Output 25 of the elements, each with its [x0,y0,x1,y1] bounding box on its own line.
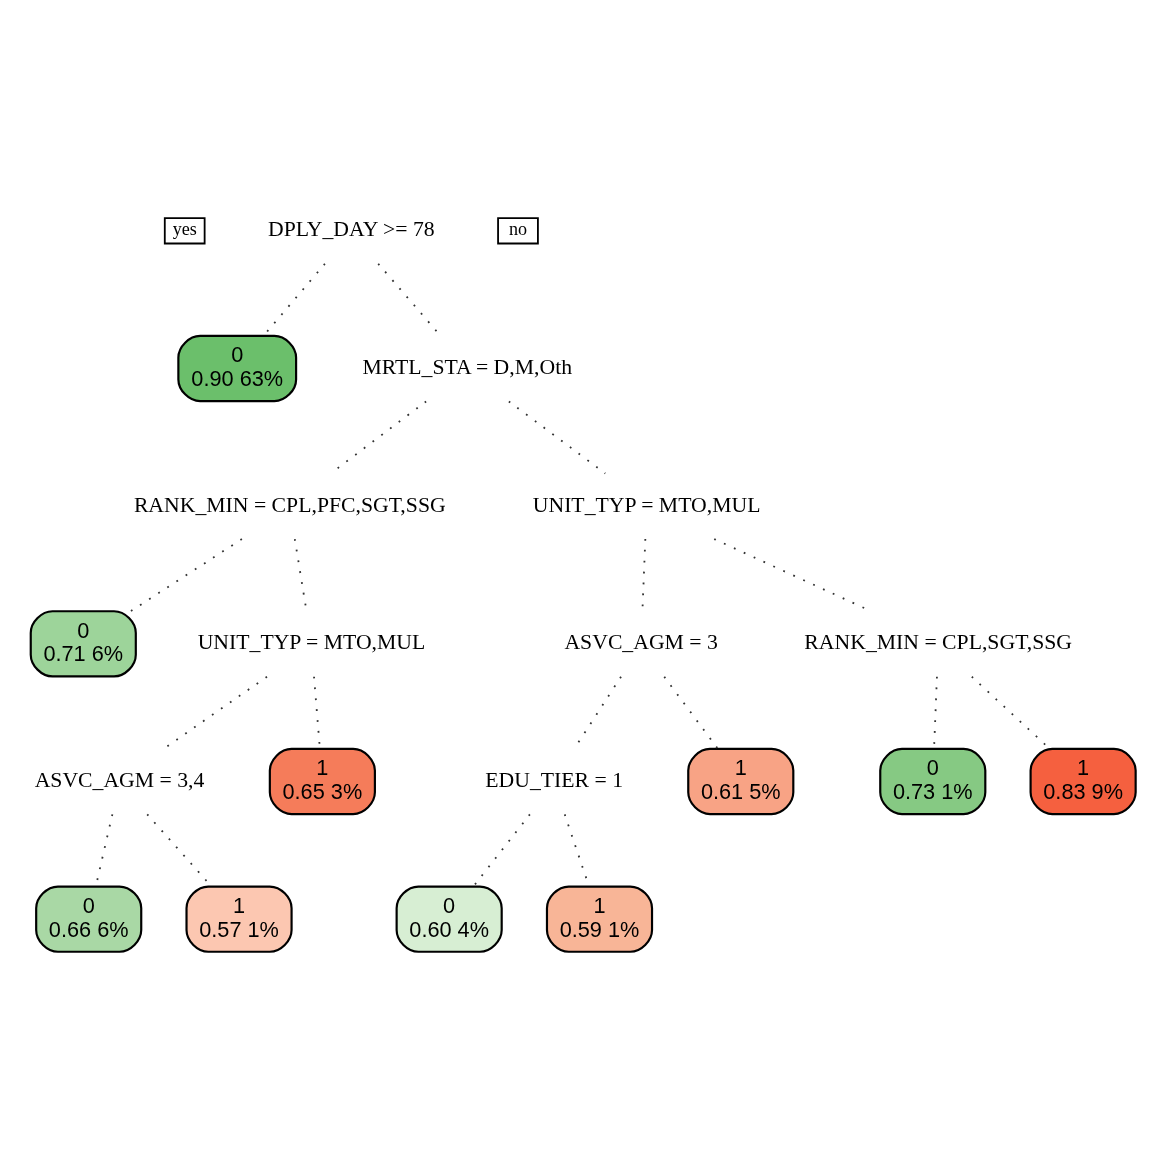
node-box: 1 0.59 1% [545,884,654,953]
node-box: 0 0.60 4% [395,884,503,953]
node-text: EDU_TIER = 1 [485,767,624,792]
node-box: 1 0.61 5% [687,747,795,815]
node-box: 0 0.66 6% [35,884,143,953]
node-text: RANK_MIN = CPL,PFC,SGT,SSG [133,492,446,517]
node-box: 1 0.65 3% [268,747,376,815]
connector [130,537,243,612]
node-box: 1 0.57 1% [185,884,293,953]
connector [507,400,607,474]
node-text: UNIT_TYP = MTO,MUL [197,629,426,654]
connector [663,675,719,750]
node-text: MRTL_STA = D,M,Oth [362,354,573,379]
label: no [508,218,528,239]
node-text: UNIT_TYP = MTO,MUL [532,492,761,517]
connector [472,812,531,887]
node-box: 0 0.90 63% [177,334,298,402]
node-box: 1 0.83 9% [1029,747,1137,815]
node-text: DPLY_DAY >= 78 [267,216,435,241]
node-text: ASVC_AGM = 3,4 [34,767,205,792]
node-text: RANK_MIN = CPL,SGT,SSG [804,629,1073,654]
label: yes [172,218,197,239]
node-box: 0 0.73 1% [879,747,987,815]
node-box: 0 0.71 6% [29,609,137,677]
node-text: ASVC_AGM = 3 [564,629,718,654]
